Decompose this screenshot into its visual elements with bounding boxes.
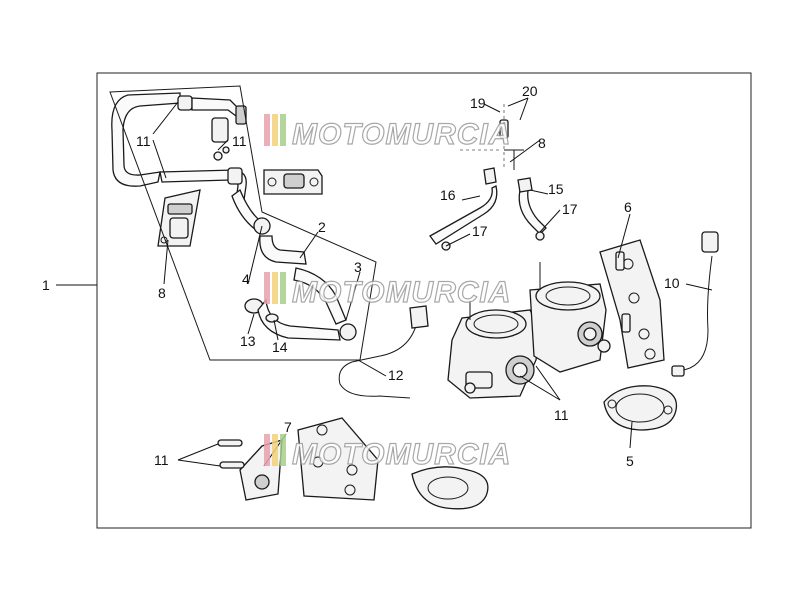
watermark-top: MOTOMURCIA bbox=[264, 114, 511, 152]
callout-1: 1 bbox=[42, 277, 50, 293]
callout-4: 4 bbox=[242, 271, 250, 287]
watermark-text: MOTOMURCIA bbox=[292, 438, 511, 471]
callout-20: 20 bbox=[522, 83, 538, 99]
callout-3: 3 bbox=[354, 259, 362, 275]
callout-6: 6 bbox=[624, 199, 632, 215]
callout-11-injector: 11 bbox=[232, 133, 247, 149]
watermark-bottom: MOTOMURCIA bbox=[264, 434, 511, 472]
callout-11-throttle: 11 bbox=[554, 407, 569, 423]
callout-19: 19 bbox=[470, 95, 486, 111]
callout-17-left: 17 bbox=[472, 223, 488, 239]
callout-8-top: 8 bbox=[538, 135, 546, 151]
watermark-text: MOTOMURCIA bbox=[292, 276, 511, 309]
watermark-middle: MOTOMURCIA bbox=[264, 272, 511, 310]
callout-13: 13 bbox=[240, 333, 256, 349]
callout-10: 10 bbox=[664, 275, 680, 291]
vacuum-hoses bbox=[429, 104, 547, 251]
callout-15: 15 bbox=[548, 181, 564, 197]
callout-11-hose: 11 bbox=[136, 133, 151, 149]
callout-8-left: 8 bbox=[158, 285, 166, 301]
temperature-sensor bbox=[671, 231, 719, 377]
callout-11-bolts: 11 bbox=[154, 452, 169, 468]
callout-14: 14 bbox=[272, 339, 288, 355]
callout-7: 7 bbox=[284, 419, 292, 435]
fuel-hose-assembly bbox=[111, 92, 357, 341]
callout-12: 12 bbox=[388, 367, 404, 383]
callout-17-right: 17 bbox=[562, 201, 578, 217]
intake-gasket bbox=[603, 385, 678, 431]
watermark-text: MOTOMURCIA bbox=[292, 118, 511, 151]
throttle-cable bbox=[338, 317, 419, 399]
callout-16: 16 bbox=[440, 187, 456, 203]
lower-brackets bbox=[217, 417, 489, 510]
mounting-bracket bbox=[599, 239, 665, 369]
callout-labels: 1 2 3 4 5 6 7 8 8 10 11 11 11 11 12 13 1… bbox=[42, 83, 680, 469]
diagram-frame bbox=[96, 72, 752, 529]
throttle-body bbox=[447, 262, 611, 399]
callout-5: 5 bbox=[626, 453, 634, 469]
callout-2: 2 bbox=[318, 219, 326, 235]
